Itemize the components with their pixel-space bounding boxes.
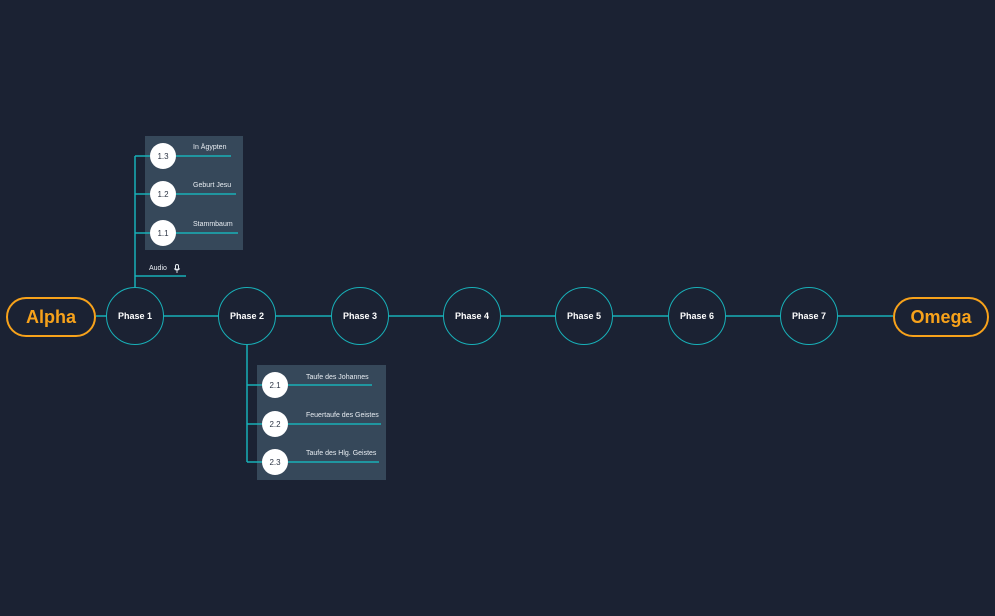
microphone-icon[interactable]	[173, 264, 181, 274]
phase-5-node[interactable]: Phase 5	[555, 287, 613, 345]
audio-label[interactable]: Audio	[149, 265, 167, 272]
subitem-1-2-circle[interactable]: 1.2	[150, 181, 176, 207]
subitem-1-2-label[interactable]: Geburt Jesu	[193, 182, 232, 189]
subitem-1-1-circle[interactable]: 1.1	[150, 220, 176, 246]
subitem-2-3-label[interactable]: Taufe des Hlg. Geistes	[306, 450, 377, 457]
subitem-1-3-circle[interactable]: 1.3	[150, 143, 176, 169]
phase-4-node[interactable]: Phase 4	[443, 287, 501, 345]
subitem-2-2-label[interactable]: Feuertaufe des Geistes	[306, 412, 379, 419]
subitem-2-3-circle[interactable]: 2.3	[262, 449, 288, 475]
phase-7-node[interactable]: Phase 7	[780, 287, 838, 345]
phase-3-node[interactable]: Phase 3	[331, 287, 389, 345]
subitem-1-1-label[interactable]: Stammbaum	[193, 221, 233, 228]
subitem-1-3-label[interactable]: In Ägypten	[193, 144, 227, 151]
omega-node[interactable]: Omega	[893, 297, 989, 337]
alpha-node[interactable]: Alpha	[6, 297, 96, 337]
subitem-2-1-label[interactable]: Taufe des Johannes	[306, 374, 369, 381]
phase-6-node[interactable]: Phase 6	[668, 287, 726, 345]
phase-2-node[interactable]: Phase 2	[218, 287, 276, 345]
subitem-2-2-circle[interactable]: 2.2	[262, 411, 288, 437]
subitem-2-1-circle[interactable]: 2.1	[262, 372, 288, 398]
phase-1-node[interactable]: Phase 1	[106, 287, 164, 345]
